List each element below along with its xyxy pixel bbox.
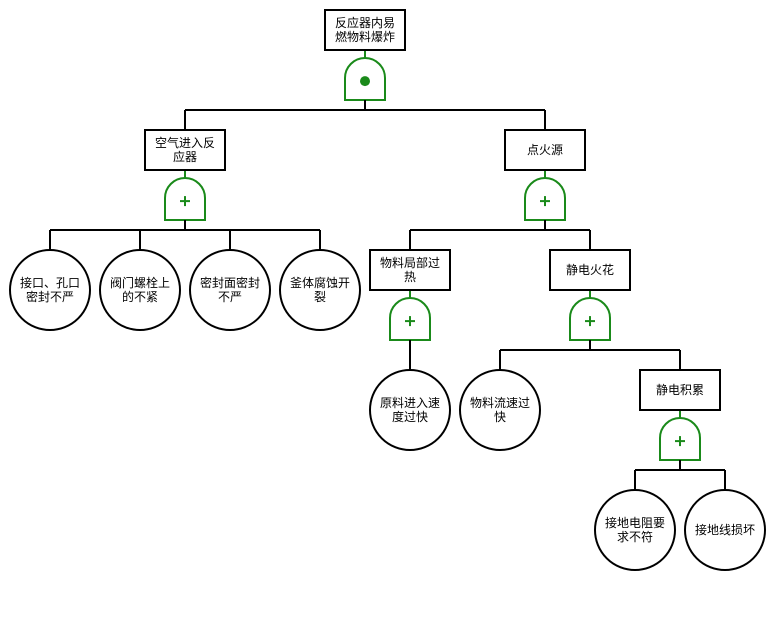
basic-event-circle: [459, 369, 541, 451]
event-label: 静电积累: [656, 383, 704, 397]
intermediate-event-box: [144, 129, 226, 171]
event-label: 热: [404, 270, 416, 284]
event-label: 阀门螺栓上: [110, 275, 170, 290]
event-label: 接口、孔口: [20, 275, 80, 290]
event-label: 原料进入速: [380, 396, 440, 410]
event-label: 快: [494, 410, 506, 424]
event-label: 的不紧: [122, 289, 158, 304]
top-event-box: [324, 9, 406, 51]
event-label: 接地电阻要: [605, 515, 665, 530]
event-label: 应器: [173, 149, 197, 164]
event-label: 不严: [218, 290, 242, 304]
basic-event-circle: [189, 249, 271, 331]
event-label: 密封面密封: [200, 275, 260, 290]
event-label: 反应器内易: [335, 15, 395, 30]
event-label: 釜体腐蚀开: [290, 275, 350, 290]
event-label: 裂: [314, 290, 326, 304]
basic-event-circle: [9, 249, 91, 331]
intermediate-event-box: [369, 249, 451, 291]
event-label: 燃物料爆炸: [335, 29, 395, 44]
event-label: 求不符: [617, 529, 653, 544]
event-label: 点火源: [527, 143, 563, 157]
and-gate-dot-icon: [360, 76, 370, 87]
basic-event-circle: [369, 369, 451, 451]
event-label: 度过快: [392, 409, 428, 424]
basic-event-circle: [279, 249, 361, 331]
basic-event-circle: [99, 249, 181, 331]
event-label: 密封不严: [26, 289, 74, 304]
event-label: 接地线损坏: [695, 522, 755, 537]
basic-event-circle: [594, 489, 676, 571]
intermediate-event-box: [504, 129, 586, 171]
event-label: 物料流速过: [470, 396, 530, 410]
event-label: 物料局部过: [380, 255, 440, 270]
basic-event-circle: [684, 489, 766, 571]
intermediate-event-box: [549, 249, 631, 291]
event-label: 空气进入反: [155, 135, 215, 150]
intermediate-event-box: [639, 369, 721, 411]
event-label: 静电火花: [566, 262, 614, 277]
